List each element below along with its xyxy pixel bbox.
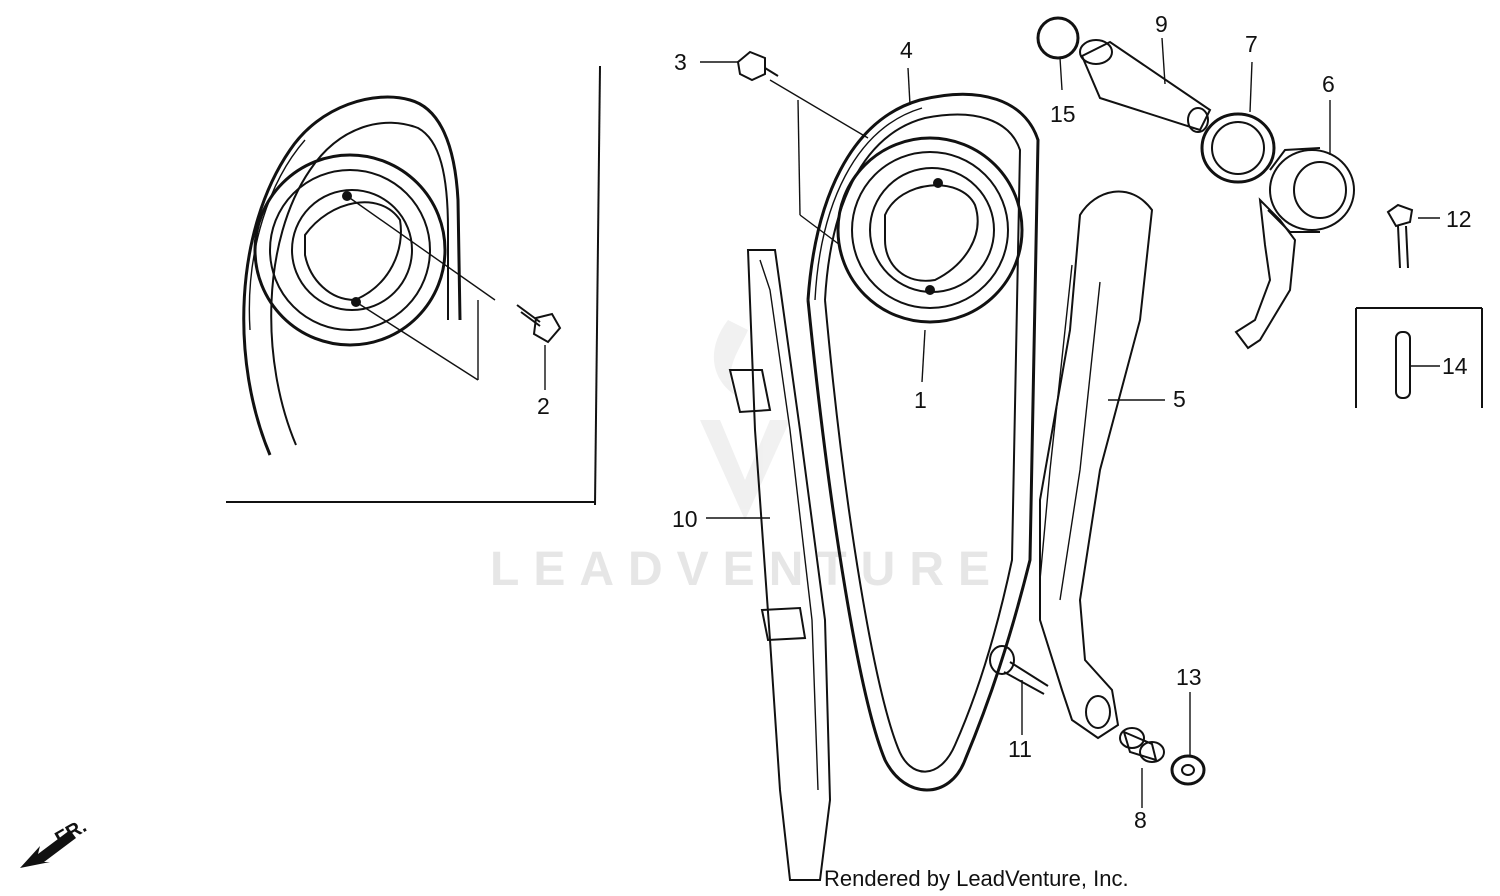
front-arrow-icon [20, 830, 76, 868]
part-10-chain-guide [728, 249, 832, 881]
part-14-pin [1355, 307, 1483, 408]
callout-7: 7 [1245, 31, 1258, 57]
callout-labels: 1 2 3 4 5 6 7 8 9 10 11 12 13 14 15 [537, 11, 1472, 833]
callout-2: 2 [537, 393, 550, 419]
callout-6: 6 [1322, 71, 1335, 97]
callout-1: 1 [914, 387, 927, 413]
part-4-cam-chain [806, 92, 1040, 792]
part-2-bolt [516, 304, 562, 344]
part-11-bolt [989, 645, 1049, 695]
part-13-washer [1170, 754, 1206, 786]
callout-11: 11 [1008, 736, 1032, 762]
watermark-text: LEADVENTURE [490, 543, 1004, 596]
inset-frame [226, 65, 601, 506]
callout-9: 9 [1155, 11, 1168, 37]
callout-5: 5 [1173, 386, 1186, 412]
callout-8: 8 [1134, 807, 1147, 833]
part-9-pivot-shaft [1079, 39, 1212, 133]
render-credit: Rendered by LeadVenture, Inc. [824, 866, 1129, 891]
callout-3: 3 [674, 49, 687, 75]
callout-10: 10 [672, 506, 698, 532]
part-8-collar [1119, 727, 1165, 763]
part-3-bolt [736, 50, 869, 246]
part-15-o-ring [1036, 16, 1080, 60]
callout-4: 4 [900, 37, 913, 63]
front-direction-indicator: FR. [20, 815, 90, 868]
part-1-cam-sprocket [836, 136, 1024, 324]
part-7-spring [1200, 112, 1276, 184]
inset-sprocket-assembly [242, 95, 562, 456]
part-6-tensioner-body [1234, 147, 1355, 350]
part-12-bolt [1386, 203, 1414, 269]
callout-14: 14 [1442, 353, 1468, 379]
watermark: LEADVENTURE [490, 320, 1004, 596]
callout-15: 15 [1050, 101, 1076, 127]
leader-lines [544, 37, 1440, 808]
callout-13: 13 [1176, 664, 1202, 690]
part-5-tensioner-arm [1039, 190, 1154, 740]
callout-12: 12 [1446, 206, 1472, 232]
watermark-logo-icon [700, 320, 790, 520]
